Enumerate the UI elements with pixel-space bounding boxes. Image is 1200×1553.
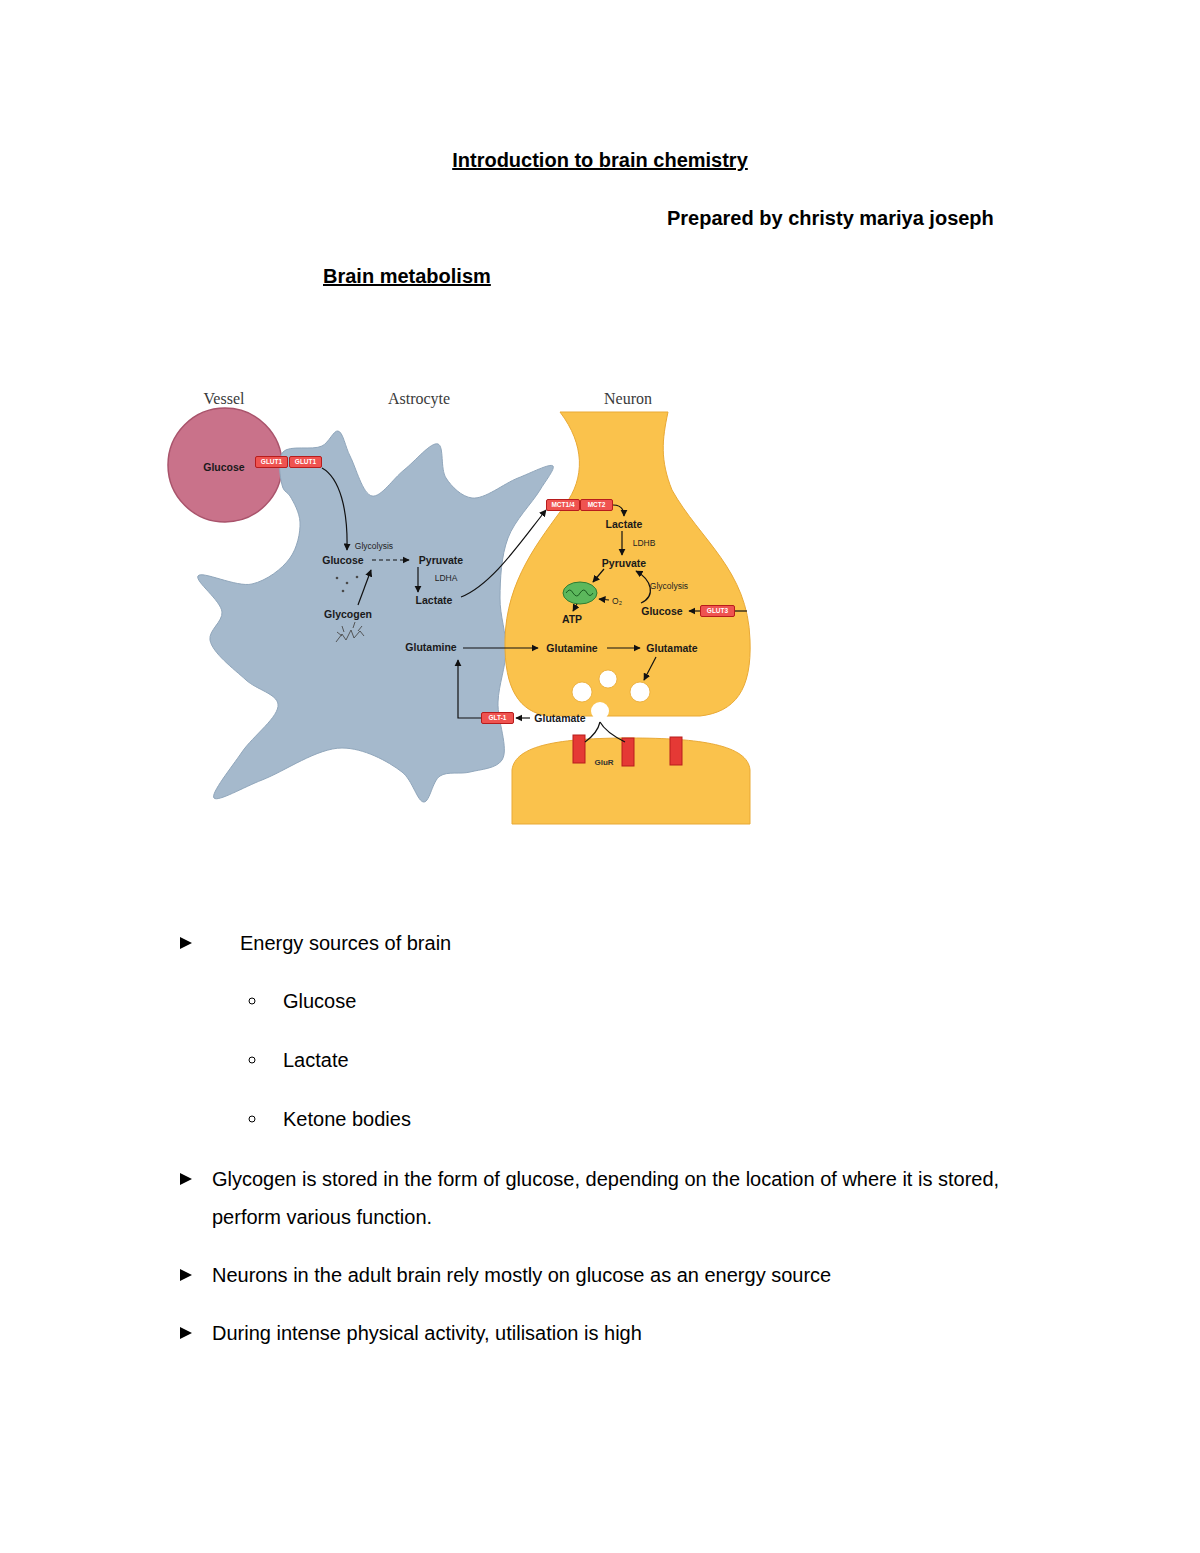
fusing-vesicle [591, 702, 609, 720]
glutamate-release-line [600, 722, 625, 742]
metabolite-label: GluR [594, 759, 613, 767]
process-label: O₂ [612, 597, 622, 606]
process-label: LDHB [633, 539, 656, 548]
transporter-name: GLUT1 [295, 459, 316, 466]
mitochondrion [563, 582, 597, 604]
glycolysis-arrow [372, 559, 409, 560]
sub-bullet [249, 1116, 255, 1122]
metabolite-label: Glutamate [534, 713, 585, 724]
glutamate-uptake-arrow [458, 660, 481, 718]
transporter-box: GLUT3 [700, 605, 735, 617]
neuron-glycolysis-arrow [636, 571, 650, 603]
cell-heading: Neuron [604, 391, 652, 407]
postsynaptic-neuron: GluR [505, 730, 755, 825]
process-label: LDHA [435, 574, 458, 583]
glycogenolysis-arrow [358, 570, 371, 605]
glucose-supply-line [735, 610, 747, 611]
glutamate-receptor [622, 738, 634, 766]
process-label: Glycolysis [650, 582, 688, 591]
astrocyte-cell: AstrocyteGlycolysisGlucosePyruvateLDHALa… [195, 428, 561, 806]
metabolite-label: Lactate [416, 595, 453, 606]
glucose-dot [346, 582, 349, 585]
lactate-export-arrow [461, 510, 546, 597]
process-label: Glycolysis [355, 542, 393, 551]
bullet-arrow [180, 1173, 192, 1185]
metabolite-label: Pyruvate [602, 558, 646, 569]
glucose-dot [356, 576, 359, 579]
sub-bullet-text: Lactate [283, 1041, 349, 1079]
metabolite-label: ATP [562, 614, 582, 625]
bullet-arrow [180, 937, 192, 949]
ldhb-arrow [621, 531, 622, 555]
presynaptic-neuron: NeuronLactateLDHBPyruvateGlycolysisO₂Glu… [500, 408, 756, 720]
glutamate-to-transporter-arrow [516, 717, 530, 718]
cell-heading: Astrocyte [388, 391, 450, 407]
sub-bullet-text: Ketone bodies [283, 1100, 411, 1138]
glutaminase-arrow [607, 647, 640, 648]
bullet-arrow [180, 1269, 192, 1281]
metabolite-label: Glutamate [646, 643, 697, 654]
transporter-name: MCT2 [588, 502, 606, 509]
vesicle-loading-arrow [644, 657, 656, 680]
section-heading: Brain metabolism [323, 257, 491, 295]
transporter-name: GLUT1 [261, 459, 282, 466]
synaptic-vesicle [599, 670, 617, 688]
glucose-uptake-arrow [322, 468, 347, 550]
bullet-arrow [180, 1327, 192, 1339]
metabolite-label: Lactate [606, 519, 643, 530]
transporter-name: GLUT3 [707, 608, 728, 615]
glutamine-shuttle-arrow [463, 647, 538, 648]
transporter-box: GLUT1 [255, 456, 288, 468]
transporter-box: GLUT1 [289, 456, 322, 468]
document-title: Introduction to brain chemistry [0, 141, 1200, 179]
cell-body [512, 738, 750, 824]
metabolite-label: Glycogen [324, 609, 372, 620]
astrocyte-cell-outline [195, 428, 561, 806]
bullet-text: Glycogen is stored in the form of glucos… [212, 1160, 1012, 1236]
bullet-text: During intense physical activity, utilis… [212, 1314, 642, 1352]
metabolite-label: Glutamine [546, 643, 597, 654]
sub-bullet [249, 1057, 255, 1063]
oxygen-arrow [599, 599, 609, 600]
glutamate-receptor [670, 737, 682, 765]
author-line: Prepared by christy mariya joseph [667, 199, 994, 237]
transporter-name: MCT1/4 [551, 502, 574, 509]
sub-bullet-text: Glucose [283, 982, 356, 1020]
atp-arrow [573, 604, 577, 611]
metabolite-label: Glucose [641, 606, 682, 617]
synaptic-vesicle [572, 682, 592, 702]
metabolite-label: Glutamine [405, 642, 456, 653]
cell-body [198, 431, 554, 802]
bullet-text: Neurons in the adult brain rely mostly o… [212, 1256, 831, 1294]
pyruvate-mito-arrow [593, 569, 604, 582]
synaptic-vesicle [630, 682, 650, 702]
glucose-dot [342, 590, 345, 593]
cell-heading: Vessel [204, 391, 245, 407]
glut3-arrow [689, 610, 700, 611]
glycogen-granule [336, 622, 364, 642]
lactate-import-arrow [613, 505, 624, 516]
metabolite-label: Glucose [203, 462, 244, 473]
metabolite-label: Glucose [322, 555, 363, 566]
postsynaptic-neuron-outline [505, 730, 755, 825]
transporter-box: MCT2 [580, 499, 613, 511]
sub-bullet [249, 998, 255, 1004]
metabolite-label: Pyruvate [419, 555, 463, 566]
glucose-dot [336, 577, 339, 580]
transporter-name: GLT-1 [489, 715, 507, 722]
cell-body [505, 412, 750, 716]
glutamate-receptor [573, 735, 585, 763]
mitochondrion-cristae [566, 590, 593, 596]
bullet-text: Energy sources of brain [240, 924, 451, 962]
glutamate-release-line [585, 722, 600, 742]
transporter-box: GLT-1 [481, 712, 514, 724]
transporter-box: MCT1/4 [546, 499, 580, 511]
ldha-arrow [417, 567, 418, 592]
